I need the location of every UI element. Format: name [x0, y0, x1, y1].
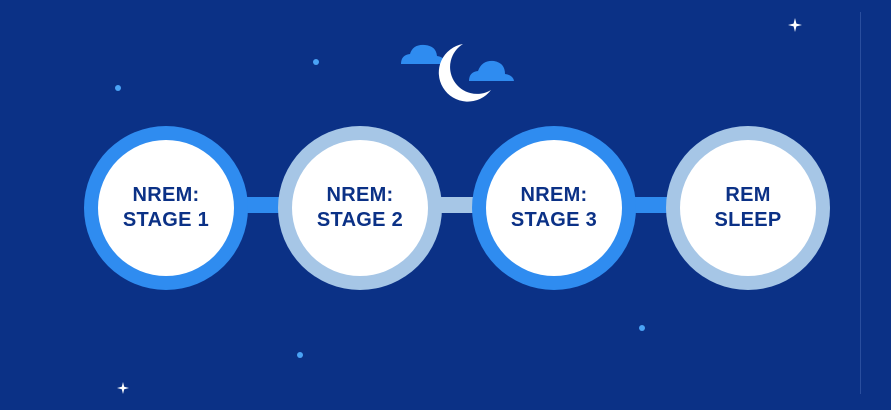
- stage-label-line2: STAGE 1: [122, 209, 210, 231]
- stage-label-line1: NREM:: [132, 184, 200, 206]
- stage-label-circle: NREM: STAGE 2: [292, 140, 428, 276]
- stage-label-line2: SLEEP: [714, 209, 782, 231]
- stage-nrem-1: NREM: STAGE 1: [84, 126, 248, 290]
- moon-icon: [438, 44, 491, 102]
- stage-label-circle: NREM: STAGE 1: [98, 140, 234, 276]
- sparkle-icon: [117, 382, 129, 394]
- cloud-icon: [469, 60, 514, 81]
- star-dot: [115, 85, 121, 91]
- stage-label-line2: STAGE 2: [316, 209, 404, 231]
- stage-nrem-3: NREM: STAGE 3: [472, 126, 636, 290]
- stage-label-circle: NREM: STAGE 3: [486, 140, 622, 276]
- moon-with-clouds-icon: [401, 44, 514, 102]
- sparkle-icon: [788, 18, 802, 32]
- stage-label-line2: STAGE 3: [510, 209, 598, 231]
- star-dot: [639, 325, 645, 331]
- stage-label-line1: NREM:: [520, 184, 588, 206]
- stage-label-circle: REM SLEEP: [680, 140, 816, 276]
- right-edge-divider: [860, 12, 861, 394]
- stage-label-line1: REM: [725, 184, 771, 206]
- stage-rem-sleep: REM SLEEP: [666, 126, 830, 290]
- stage-label-line1: NREM:: [326, 184, 394, 206]
- stage-nrem-2: NREM: STAGE 2: [278, 126, 442, 290]
- star-dot: [297, 352, 303, 358]
- star-dot: [313, 59, 319, 65]
- cloud-icon: [401, 44, 445, 64]
